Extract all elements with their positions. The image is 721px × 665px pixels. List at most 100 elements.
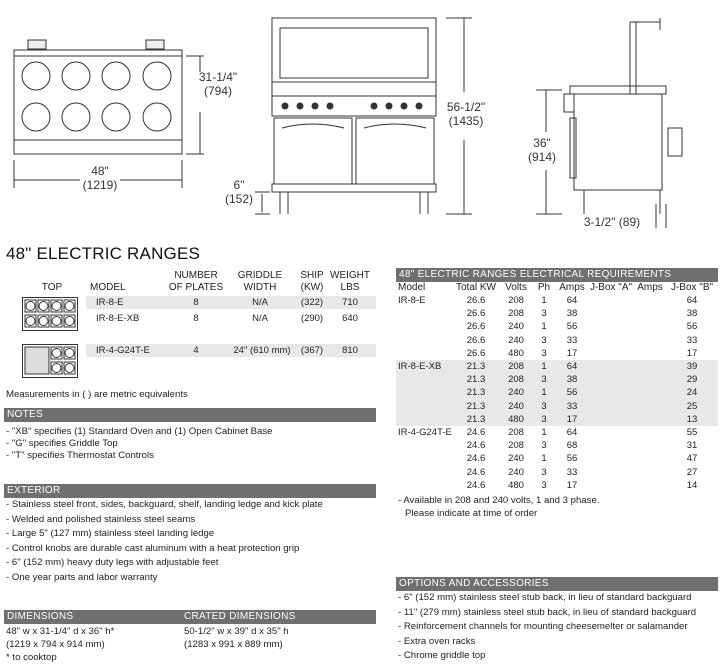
exterior-list: - Stainless steel front, sides, backguar… <box>6 498 323 585</box>
col-header-top: TOP <box>41 282 63 293</box>
electrical-model-cell: IR-8-E-XB <box>398 361 442 373</box>
electrical-cell: 68 <box>566 440 578 452</box>
list-item: - Control knobs are durable cast aluminu… <box>6 542 300 554</box>
options-heading: OPTIONS AND ACCESSORIES <box>396 577 718 591</box>
electrical-cell: 240 <box>508 334 524 346</box>
col-header-ship: SHIP (KW) <box>296 270 328 294</box>
depth-dimension-label: 31-1/4" (794) <box>198 70 238 98</box>
crated-line2: (1283 x 991 x 889 mm) <box>184 639 283 650</box>
electrical-cell: 24.6 <box>466 426 486 438</box>
col-header-griddle: GRIDDLE WIDTH <box>234 270 286 294</box>
depth-dim-value: 31-1/4" <box>198 70 238 84</box>
list-item: - 6" (152 mm) stainless steel stub back,… <box>398 592 692 603</box>
electrical-cell: 480 <box>508 413 524 425</box>
list-item: - "G" specifies Griddle Top <box>6 438 118 449</box>
notes-heading: NOTES <box>4 408 376 422</box>
electrical-cell: 33 <box>566 400 578 412</box>
electrical-cell: 21.3 <box>466 374 486 386</box>
electrical-cell: 21.3 <box>466 413 486 425</box>
electrical-cell: 47 <box>686 453 698 465</box>
electrical-cell: 208 <box>508 426 524 438</box>
height-dim-mm: (1435) <box>448 114 484 128</box>
electrical-cell: 3 <box>541 308 547 320</box>
electrical-cell: 56 <box>566 453 578 465</box>
griddle-header-line1: GRIDDLE <box>237 270 283 281</box>
electrical-cell: 26.6 <box>466 321 486 333</box>
electrical-cell: 17 <box>566 479 578 491</box>
electrical-cell: 55 <box>686 426 698 438</box>
col-header-model: MODEL <box>90 282 126 293</box>
crated-line1: 50-1/2" w x 39" d x 35" h <box>184 626 289 637</box>
list-item: - Large 5" (127 mm) stainless steel land… <box>6 528 215 539</box>
row1-model: IR-8-E <box>96 297 124 308</box>
plates-header-line1: NUMBER <box>174 270 218 281</box>
electrical-cell: 24.6 <box>466 453 486 465</box>
electrical-cell: 3 <box>541 440 547 452</box>
weight-header-line2: LBS <box>340 282 360 293</box>
electrical-cell: 208 <box>508 374 524 386</box>
list-item: - Extra oven racks <box>398 635 476 647</box>
electrical-heading: 48" ELECTRIC RANGES ELECTRICAL REQUIREME… <box>396 268 718 282</box>
leg-dimension-label: 6" (152) <box>222 178 256 206</box>
col-header-weight: WEIGHT LBS <box>328 270 372 294</box>
row3-lbs: 810 <box>342 345 358 356</box>
electrical-table: Model Total KW Volts Ph Amps J-Box "A" A… <box>396 281 718 492</box>
models-table: TOP MODEL NUMBER OF PLATES GRIDDLE WIDTH… <box>6 268 376 398</box>
electrical-cell: 26.6 <box>466 334 486 346</box>
work-height-dim-mm: (914) <box>527 150 556 164</box>
electrical-cell: 38 <box>566 308 578 320</box>
width-dimension-label: 48" (1219) <box>76 164 124 192</box>
row1-kw: (322) <box>300 297 324 308</box>
griddle-top-icon <box>22 344 78 378</box>
electrical-cell: 24.6 <box>466 440 486 452</box>
electrical-cell: 208 <box>508 308 524 320</box>
row1-griddle: N/A <box>252 297 268 308</box>
list-item: - "T" specifies Thermostat Controls <box>6 450 154 461</box>
electrical-cell: 56 <box>686 321 698 333</box>
availability-line2: Please indicate at time of order <box>405 508 538 519</box>
electrical-cell: 1 <box>541 361 547 373</box>
electrical-cell: 33 <box>566 466 578 478</box>
electrical-cell: 208 <box>508 295 524 307</box>
electrical-cell: 480 <box>508 479 524 491</box>
electrical-cell: 56 <box>566 321 578 333</box>
exterior-heading: EXTERIOR <box>4 484 376 498</box>
electrical-cell: 38 <box>686 308 698 320</box>
electrical-cell: 13 <box>686 413 698 425</box>
electrical-cell: 3 <box>541 374 547 386</box>
list-item: - 6" (152 mm) heavy duty legs with adjus… <box>6 557 219 568</box>
eh-jbox-a: J-Box "A" <box>589 282 633 293</box>
work-height-dimension-label: 36" (914) <box>524 136 560 164</box>
row3-kw: (367) <box>300 345 324 356</box>
electrical-cell: 21.3 <box>466 387 486 399</box>
electrical-cell: 3 <box>541 400 547 412</box>
height-dimension-label: 56-1/2" (1435) <box>444 100 488 128</box>
dimensions-line1: 48" w x 31-1/4" d x 36" h* <box>6 626 115 637</box>
row3-plates: 4 <box>193 345 199 356</box>
electrical-cell: 240 <box>508 321 524 333</box>
dimensions-line2: (1219 x 794 x 914 mm) <box>6 639 105 650</box>
availability-note: - Available in 208 and 240 volts, 1 and … <box>398 494 599 520</box>
list-item: - Reinforcement channels for mounting ch… <box>398 621 688 632</box>
dimensions-block: 48" w x 31-1/4" d x 36" h* (1219 x 794 x… <box>6 625 114 664</box>
dimensions-heading: DIMENSIONS CRATED DIMENSIONS <box>4 610 376 624</box>
row2-kw: (290) <box>300 313 324 324</box>
depth-dim-mm: (794) <box>203 84 232 98</box>
list-item: - 11" (279 mm) stainless steel stub back… <box>398 606 697 618</box>
eh-kw: Total KW <box>455 282 496 293</box>
list-item: - Welded and polished stainless steel se… <box>6 513 196 525</box>
width-dim-value: 48" <box>91 164 109 178</box>
electrical-cell: 56 <box>566 387 578 399</box>
height-dim-value: 56-1/2" <box>446 100 486 114</box>
electrical-cell: 31 <box>686 440 698 452</box>
electrical-cell: 1 <box>541 295 547 307</box>
